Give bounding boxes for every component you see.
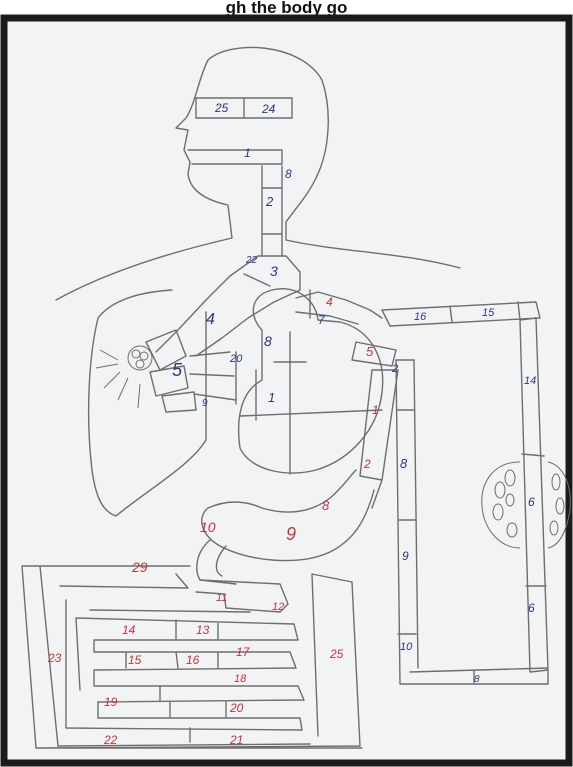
- heart-label-4: 4: [326, 295, 333, 309]
- lung-label-20: 20: [229, 353, 243, 365]
- stomach-label-8: 8: [322, 498, 330, 513]
- loop-side-label-14: 14: [524, 375, 536, 387]
- intestine-label-22: 22: [103, 733, 118, 747]
- stomach-label-2: 2: [363, 457, 371, 471]
- loop-side-label-6b: 6: [528, 601, 535, 615]
- loop-top-label-16: 16: [414, 311, 427, 323]
- lung-label-4: 4: [206, 311, 215, 328]
- intestine-label-17: 17: [236, 645, 251, 659]
- loop-inner-label-8: 8: [400, 456, 408, 471]
- head-label-8: 8: [285, 167, 292, 181]
- loop-side-label-6a: 6: [528, 495, 535, 509]
- loop-top-label-15: 15: [482, 307, 495, 319]
- head-label-2: 2: [265, 194, 274, 209]
- heart-label-1: 1: [268, 390, 275, 405]
- intestine-label-20: 20: [229, 701, 244, 715]
- intestine-label-15: 15: [128, 653, 142, 667]
- intestine-label-16: 16: [186, 653, 200, 667]
- heart-label-5: 5: [366, 344, 374, 359]
- loop-inner-label-10: 10: [400, 641, 413, 653]
- stomach-label-1: 1: [372, 403, 379, 417]
- head-label-1: 1: [244, 146, 251, 160]
- head-label-3: 3: [270, 263, 278, 279]
- loop-inner-label-2: 2: [391, 363, 398, 375]
- intestine-label-25: 25: [329, 647, 344, 661]
- lung-label-5: 5: [172, 360, 183, 380]
- intestine-label-11: 11: [216, 592, 227, 604]
- lung-label-9: 9: [202, 398, 208, 409]
- intestine-label-18: 18: [234, 673, 247, 685]
- stomach-label-10: 10: [200, 519, 216, 535]
- intestine-label-23: 23: [47, 651, 62, 665]
- intestine-label-12: 12: [272, 601, 284, 613]
- intestine-label-29: 29: [131, 559, 148, 575]
- heart-label-8: 8: [264, 333, 272, 349]
- loop-bottom-label-8: 8: [474, 674, 480, 685]
- head-label-25: 25: [214, 101, 229, 115]
- intestine-label-19: 19: [104, 695, 118, 709]
- head-label-22: 22: [245, 255, 258, 266]
- loop-inner-label-9: 9: [402, 549, 409, 563]
- stomach-label-9: 9: [286, 524, 296, 544]
- head-label-24: 24: [261, 102, 276, 116]
- intestine-label-21: 21: [229, 733, 243, 747]
- intestine-label-14: 14: [122, 623, 136, 637]
- intestine-label-13: 13: [196, 623, 210, 637]
